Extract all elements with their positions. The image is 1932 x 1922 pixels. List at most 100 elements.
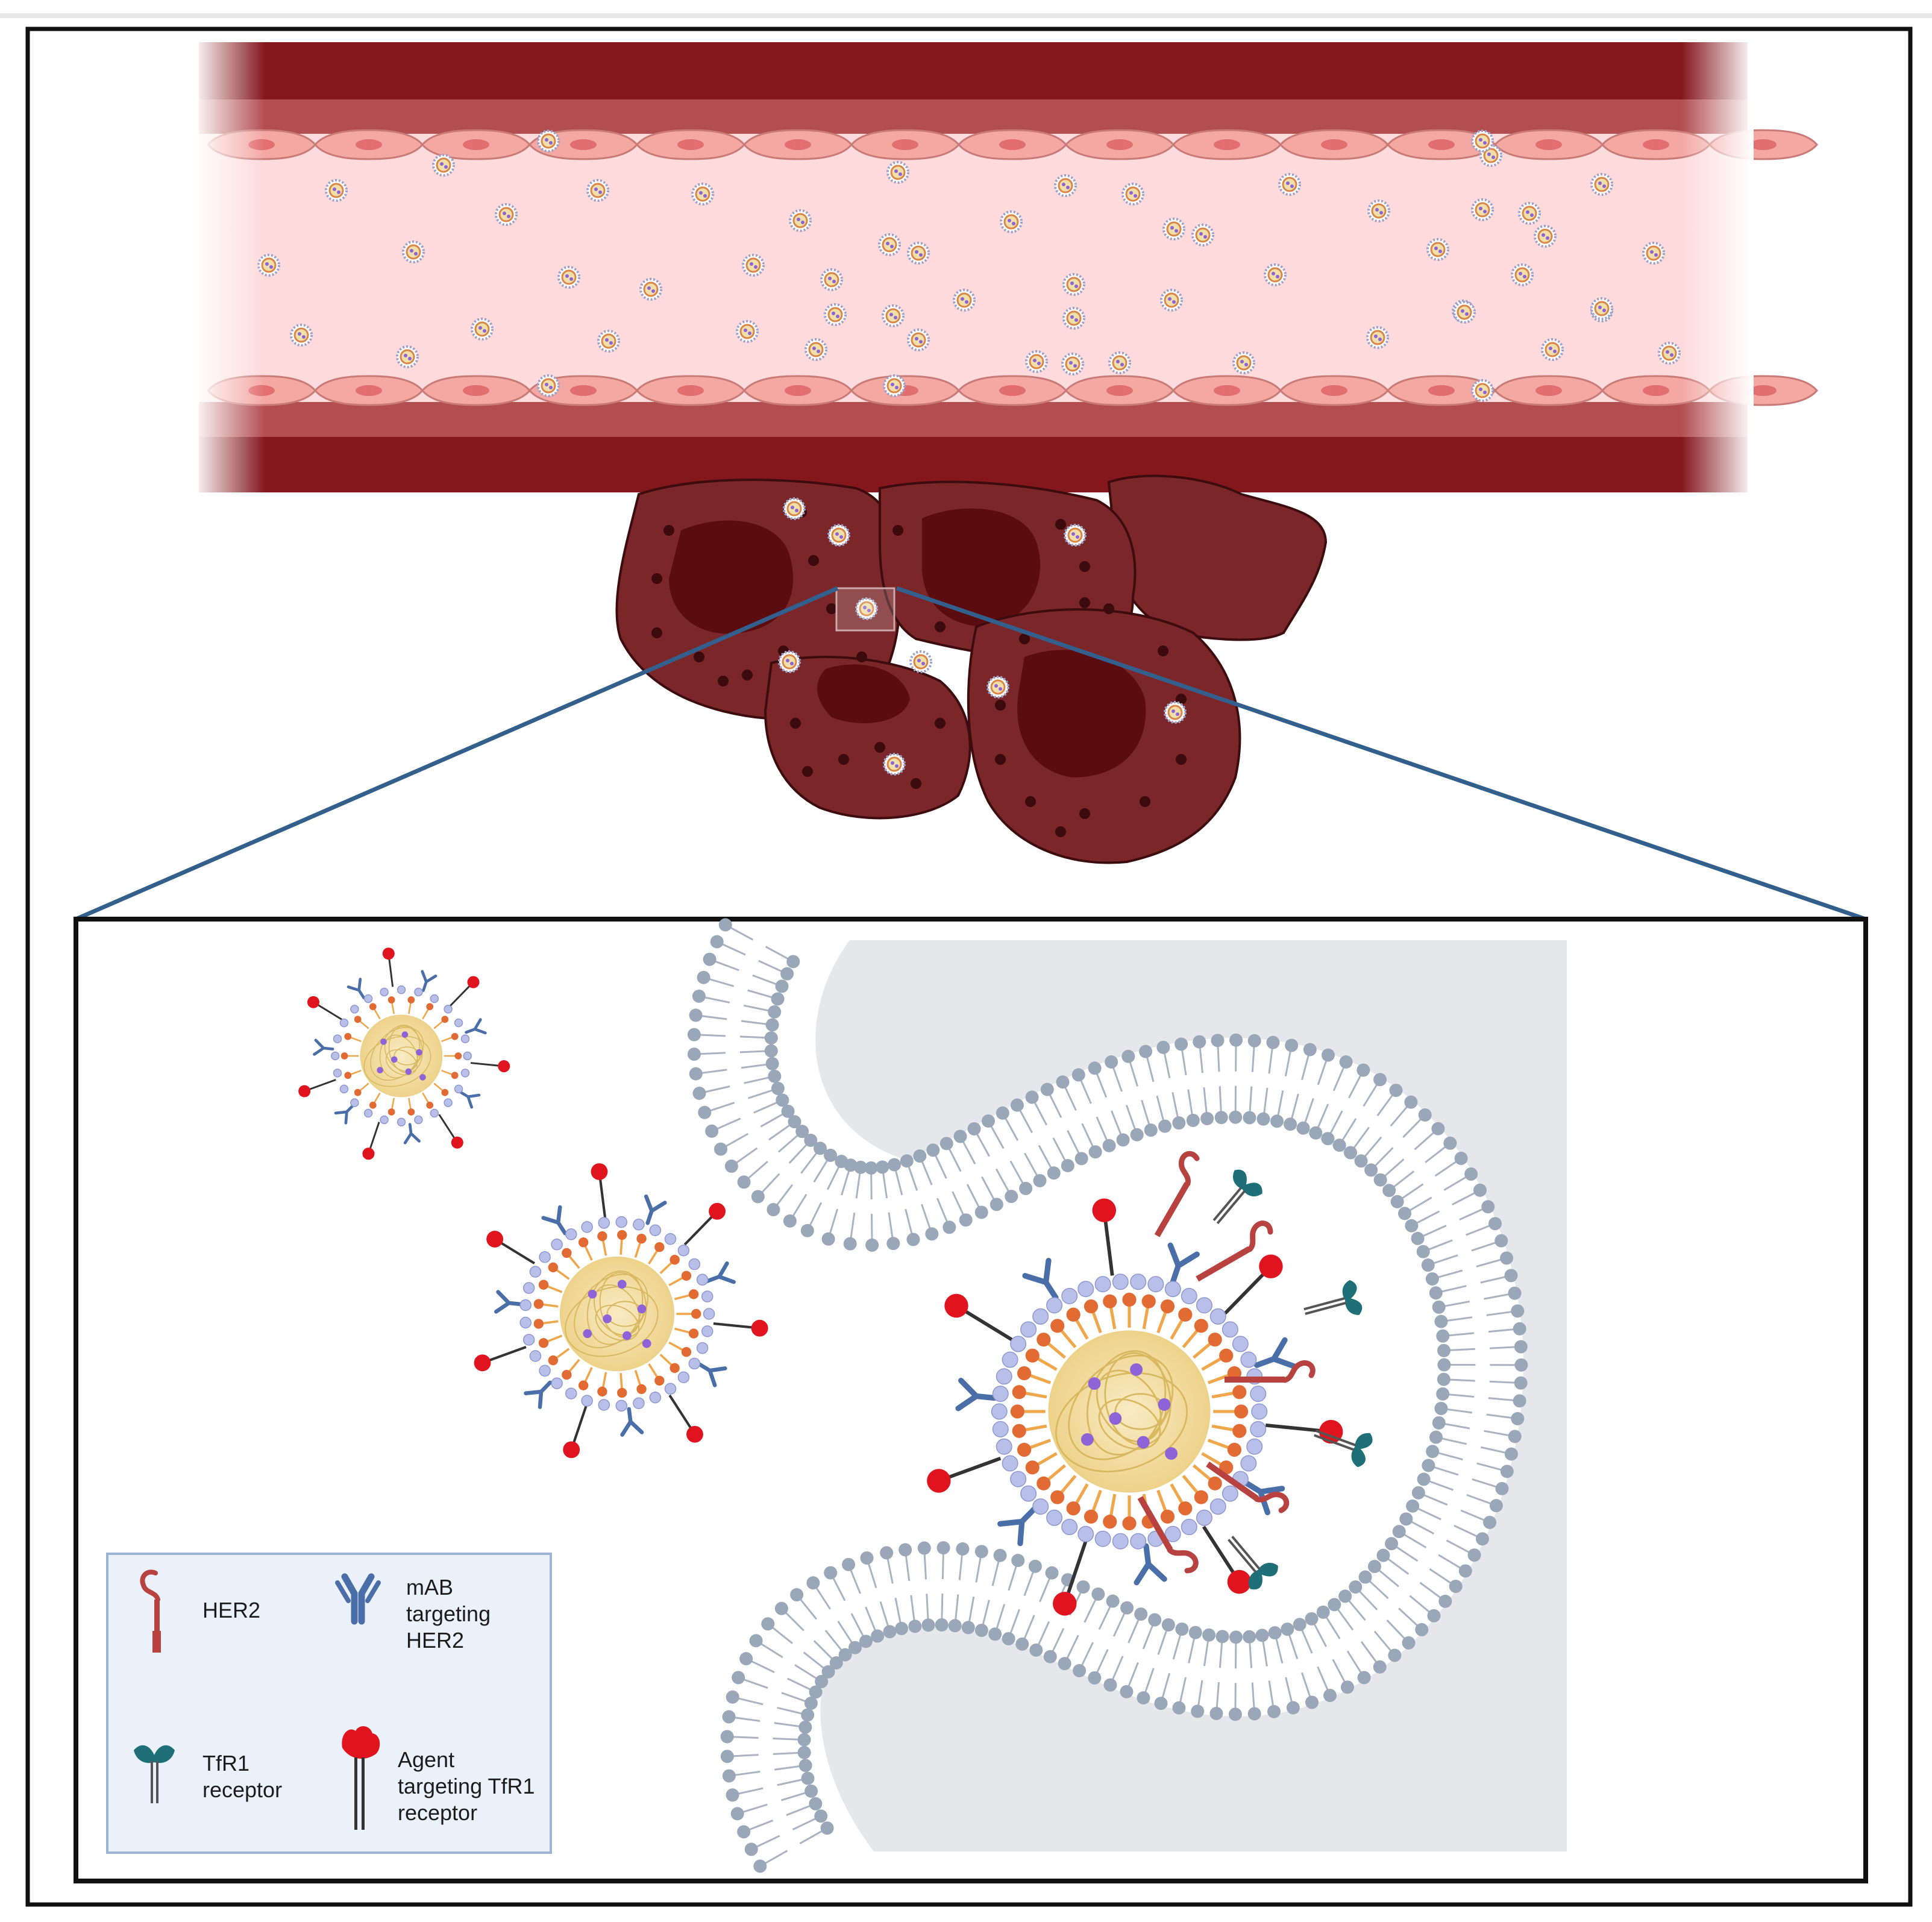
lipid-head bbox=[1321, 1132, 1335, 1146]
lipid-head bbox=[908, 1619, 922, 1633]
lipid-head bbox=[1156, 1040, 1170, 1054]
lipid-head bbox=[689, 1008, 703, 1022]
endothelial-cell bbox=[314, 129, 424, 160]
lipid-head bbox=[806, 1576, 820, 1590]
antibody-ligand bbox=[1242, 1479, 1285, 1516]
lipid-head bbox=[801, 1708, 815, 1722]
lipid-head bbox=[1340, 1680, 1354, 1694]
lipid-head bbox=[814, 1809, 828, 1823]
lipid-head bbox=[1429, 1430, 1443, 1444]
lipid-head bbox=[1211, 1034, 1225, 1047]
lipid-head bbox=[1402, 1636, 1416, 1650]
lipid-head bbox=[844, 1158, 858, 1172]
lipid-head bbox=[1398, 1207, 1412, 1220]
outer-frame bbox=[25, 27, 1913, 1907]
tiny-nanoparticle bbox=[586, 179, 609, 202]
lipid-head bbox=[1134, 1607, 1148, 1621]
lipid-head bbox=[1504, 1447, 1518, 1461]
lipid-head bbox=[1373, 1073, 1387, 1087]
lipid-head bbox=[783, 1214, 797, 1228]
vessel-nanoparticles bbox=[257, 130, 1681, 402]
lipid-head bbox=[798, 1720, 812, 1734]
tumor-nanoparticles bbox=[778, 497, 1187, 776]
lipid-head bbox=[829, 1656, 843, 1670]
lipid-head bbox=[1088, 1145, 1102, 1159]
lipid-head bbox=[1349, 1580, 1363, 1594]
lipid-head bbox=[1121, 1049, 1135, 1063]
lipid-head bbox=[1431, 1122, 1445, 1135]
lipid-head bbox=[838, 1648, 852, 1662]
lipid-head bbox=[1040, 1082, 1054, 1096]
tiny-nanoparticle bbox=[1062, 307, 1085, 330]
lipid-head bbox=[1286, 1701, 1300, 1715]
lipid-head bbox=[942, 1220, 956, 1234]
agent-linker bbox=[500, 1242, 535, 1264]
drug-payload bbox=[405, 1068, 412, 1075]
lipid-head bbox=[939, 1137, 953, 1151]
antibody-ligand bbox=[1253, 1337, 1297, 1369]
lipid-head bbox=[1120, 1601, 1134, 1615]
tumor-granule bbox=[1140, 796, 1150, 807]
lipid-head bbox=[797, 1745, 811, 1759]
lipid-head bbox=[687, 1047, 701, 1061]
lipid-head bbox=[1105, 1055, 1118, 1069]
antibody-ligand bbox=[1022, 1257, 1059, 1301]
her2-receptor bbox=[1154, 1151, 1200, 1237]
lipid-head bbox=[1494, 1234, 1508, 1248]
lipid-head bbox=[1426, 1445, 1440, 1459]
antibody-ligand bbox=[644, 1194, 667, 1225]
lipid-head bbox=[906, 1233, 920, 1246]
lipid-head bbox=[1321, 1048, 1335, 1062]
endothelial-cell bbox=[1065, 129, 1175, 160]
vessel-lumen bbox=[199, 134, 1748, 402]
tumor-granule bbox=[1055, 519, 1066, 530]
lipid-head bbox=[1305, 1612, 1319, 1625]
lipid-head bbox=[1437, 1343, 1451, 1357]
lipid-head bbox=[953, 1129, 967, 1143]
antibody-ligand bbox=[459, 1090, 481, 1109]
tiny-nanoparticle bbox=[827, 524, 850, 547]
antibody-ligand bbox=[697, 1361, 727, 1387]
lipid-head bbox=[1045, 1566, 1059, 1580]
lipid-head bbox=[1323, 1689, 1337, 1703]
lipid-head bbox=[1267, 1704, 1281, 1718]
lipid-head bbox=[1434, 1401, 1448, 1415]
lipid-head bbox=[1088, 1671, 1102, 1685]
tumor-granules bbox=[651, 507, 1187, 837]
lipid-head bbox=[1106, 1594, 1120, 1608]
lipid-head bbox=[774, 1601, 788, 1615]
lipid-head bbox=[854, 1160, 868, 1174]
agent-linker bbox=[947, 1456, 1002, 1480]
tiny-nanoparticle bbox=[290, 324, 313, 347]
tiny-nanoparticle bbox=[325, 179, 348, 202]
lipid-head bbox=[689, 1067, 703, 1081]
lipid-head bbox=[1406, 1499, 1420, 1513]
tiny-nanoparticle bbox=[883, 753, 906, 776]
antibody-ligand bbox=[334, 1104, 355, 1125]
tumor-granule bbox=[1079, 597, 1090, 608]
tfr1-receptor-icon bbox=[134, 1745, 175, 1803]
lipid-head bbox=[1228, 1707, 1242, 1721]
tiny-nanoparticle bbox=[402, 240, 425, 263]
lipid-head bbox=[1214, 1111, 1228, 1125]
lipid-head bbox=[1514, 1358, 1528, 1372]
tiny-nanoparticle bbox=[886, 161, 909, 184]
lipid-head bbox=[1229, 1630, 1243, 1644]
cell-membrane bbox=[687, 918, 1567, 1873]
tumor-granule bbox=[935, 621, 946, 632]
tfr1-agent-head bbox=[709, 1202, 726, 1220]
tiny-nanoparticle bbox=[1658, 342, 1681, 365]
her2-receptor bbox=[1206, 1462, 1290, 1513]
agent-linker bbox=[470, 1062, 500, 1067]
tiny-nanoparticle bbox=[1000, 210, 1023, 233]
tfr1-agent-head bbox=[1259, 1254, 1283, 1278]
lipid-head bbox=[749, 1634, 763, 1648]
tiny-nanoparticle bbox=[1511, 263, 1534, 286]
lipid-head bbox=[1011, 1554, 1025, 1568]
antibody-ligand bbox=[465, 1018, 487, 1035]
lipid-head bbox=[925, 1227, 939, 1241]
lipid-head bbox=[764, 1044, 778, 1058]
lipid-head bbox=[1489, 1499, 1503, 1513]
tfr1-agent-head bbox=[1227, 1569, 1252, 1594]
lipid-head bbox=[1405, 1219, 1419, 1233]
